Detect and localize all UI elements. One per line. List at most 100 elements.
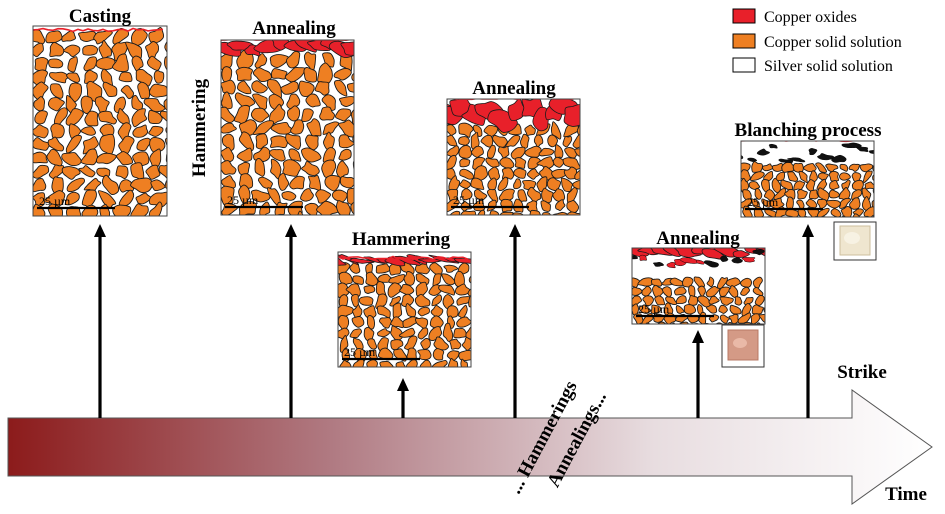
copper-grain — [116, 108, 130, 127]
copper-grain — [303, 67, 318, 83]
copper-grain — [46, 148, 63, 167]
copper-grain — [257, 176, 274, 189]
copper-grain — [449, 338, 462, 350]
surface-phase — [666, 261, 676, 269]
surface-line — [33, 27, 164, 33]
copper-grain — [750, 198, 760, 209]
copper-grain — [375, 293, 388, 310]
copper-grain — [582, 201, 594, 212]
copper-grain — [247, 214, 251, 215]
copper-grain — [650, 278, 663, 287]
legend-swatch-silver-solid-solution — [732, 57, 756, 73]
surface-phase — [856, 146, 869, 152]
surface-phase — [703, 260, 719, 268]
surface-phase — [639, 254, 647, 261]
copper-grain — [764, 292, 765, 295]
copper-grain — [131, 108, 148, 128]
copper-grain — [168, 26, 180, 46]
copper-grain — [683, 304, 696, 315]
copper-grain — [470, 325, 471, 331]
copper-grain — [96, 167, 111, 178]
copper-grain — [417, 369, 429, 383]
copper-grain — [470, 177, 485, 190]
copper-grain — [805, 179, 816, 193]
copper-grain — [271, 68, 288, 80]
copper-grain — [432, 273, 442, 287]
copper-grain — [145, 41, 159, 60]
copper-grain — [282, 159, 302, 177]
copper-grain — [761, 179, 770, 193]
copper-grain — [522, 179, 537, 191]
copper-grain — [367, 338, 378, 350]
copper-grain — [669, 277, 685, 287]
copper-grain — [446, 305, 459, 319]
copper-grain — [159, 220, 174, 231]
copper-grain — [455, 283, 471, 296]
copper-grain — [460, 210, 477, 215]
copper-grain — [719, 296, 734, 306]
copper-grain — [432, 348, 445, 361]
copper-grain — [771, 177, 782, 194]
copper-grain — [78, 165, 96, 178]
copper-grain — [145, 164, 161, 180]
copper-grain — [352, 337, 364, 351]
copper-grain — [102, 81, 118, 98]
copper-grain — [98, 40, 112, 60]
coin-photo-blanched — [833, 221, 877, 261]
copper-grain — [50, 123, 65, 139]
copper-grain — [83, 56, 98, 72]
copper-grain — [475, 360, 485, 373]
copper-grain — [163, 96, 167, 111]
copper-grain — [785, 196, 794, 211]
copper-grain — [552, 211, 569, 215]
copper-grain — [338, 96, 354, 107]
copper-grain — [828, 189, 840, 199]
copper-grain — [65, 108, 84, 126]
copper-grain — [513, 178, 522, 190]
copper-grain — [273, 214, 282, 215]
copper-grain — [377, 370, 390, 381]
copper-grain — [116, 151, 134, 166]
copper-grain — [552, 156, 565, 168]
copper-grain — [221, 91, 233, 110]
copper-grain — [791, 216, 795, 217]
micrograph-casting: 25 µm — [32, 25, 182, 232]
copper-grain — [447, 168, 456, 180]
copper-grain — [849, 197, 861, 210]
copper-grain — [459, 158, 471, 168]
scale-bar-label: 25 µm — [344, 345, 376, 359]
copper-grain — [574, 148, 580, 157]
scale-bar-label: 25 µm — [227, 193, 259, 207]
copper-grain — [467, 288, 471, 297]
copper-grain — [268, 149, 286, 162]
copper-grain — [254, 158, 266, 177]
copper-grain — [99, 133, 116, 156]
copper-grain — [168, 83, 182, 98]
copper-grain — [305, 93, 321, 108]
surface-phase — [747, 157, 758, 162]
copper-grain — [581, 158, 591, 167]
copper-grain — [221, 106, 235, 124]
copper-grain — [813, 215, 819, 217]
surface-phase — [768, 143, 778, 149]
copper-grain — [574, 169, 580, 180]
scale-bar-label: 25 µm — [638, 302, 670, 316]
copper-grain — [148, 125, 164, 137]
copper-grain — [654, 295, 666, 306]
copper-grain — [80, 148, 98, 166]
copper-grain — [524, 124, 536, 136]
copper-grain — [861, 196, 872, 211]
copper-grain — [839, 172, 851, 181]
copper-grain — [817, 172, 829, 181]
copper-grain — [47, 97, 65, 112]
copper-grain — [132, 151, 150, 167]
copper-grain — [848, 163, 860, 172]
copper-grain — [47, 136, 65, 152]
copper-grain — [33, 151, 48, 164]
copper-grain — [267, 187, 281, 206]
copper-grain — [308, 175, 322, 192]
copper-grain — [265, 214, 270, 215]
copper-grain — [339, 359, 352, 367]
copper-grain — [44, 219, 64, 232]
